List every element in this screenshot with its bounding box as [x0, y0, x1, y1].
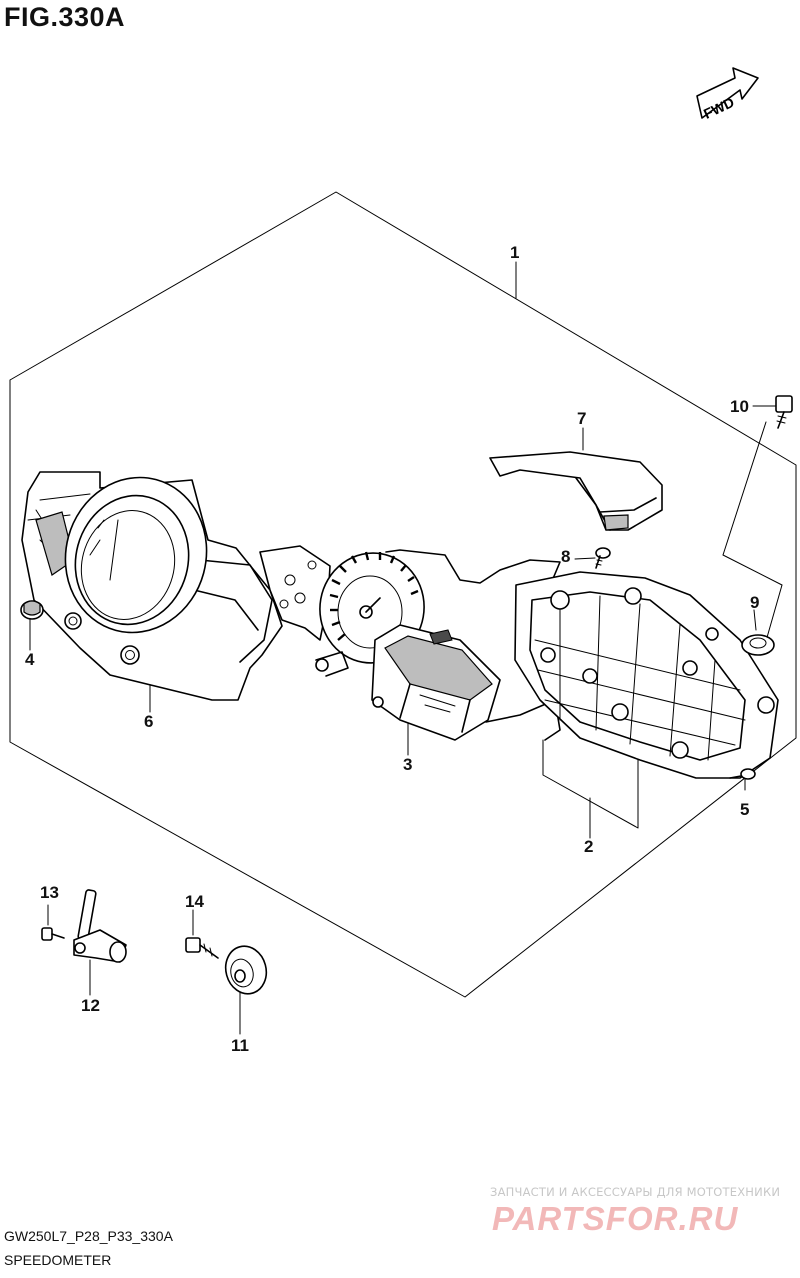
fwd-arrow-icon: FWD	[696, 67, 759, 122]
callout-12: 12	[81, 996, 100, 1015]
watermark-tagline: ЗАПЧАСТИ И АКСЕССУАРЫ ДЛЯ МОТОТЕХНИКИ	[490, 1185, 781, 1199]
callout-7: 7	[577, 409, 587, 428]
callout-2: 2	[584, 837, 594, 856]
callout-3: 3	[403, 755, 413, 774]
callout-8: 8	[561, 547, 571, 566]
rear-case-part-2	[514, 571, 779, 779]
wire-harness	[385, 549, 561, 601]
assembly-outline	[9, 191, 797, 998]
bolt-part-14	[185, 937, 219, 959]
speed-sensor-part-12	[73, 889, 127, 963]
screw-part-5	[729, 768, 756, 780]
callout-1: 1	[510, 243, 520, 262]
cushion-part-4	[20, 600, 44, 620]
callout-14: 14	[185, 892, 204, 911]
sensor-rotor-part-11	[224, 945, 268, 995]
callout-9: 9	[750, 593, 760, 612]
meter-unit-part-3	[259, 545, 501, 741]
callout-10: 10	[730, 397, 749, 416]
leader-lines	[29, 261, 783, 1035]
diagram-code: GW250L7_P28_P33_330A	[4, 1228, 173, 1244]
visor-part-7	[489, 451, 663, 531]
watermark-logo: PARTSFOR.RU	[492, 1200, 739, 1237]
callout-6: 6	[144, 712, 154, 731]
figure-title: FIG.330A	[4, 2, 126, 32]
grommet-part-9	[741, 634, 775, 656]
callout-13: 13	[40, 883, 59, 902]
callout-5: 5	[740, 800, 750, 819]
bolt-part-13	[41, 927, 65, 941]
bolt-part-10	[775, 395, 793, 429]
screw-part-8	[595, 547, 611, 569]
callout-11: 11	[231, 1036, 249, 1055]
diagram-name: SPEEDOMETER	[4, 1252, 112, 1268]
front-case-part-6	[21, 471, 283, 701]
callout-4: 4	[25, 650, 35, 669]
